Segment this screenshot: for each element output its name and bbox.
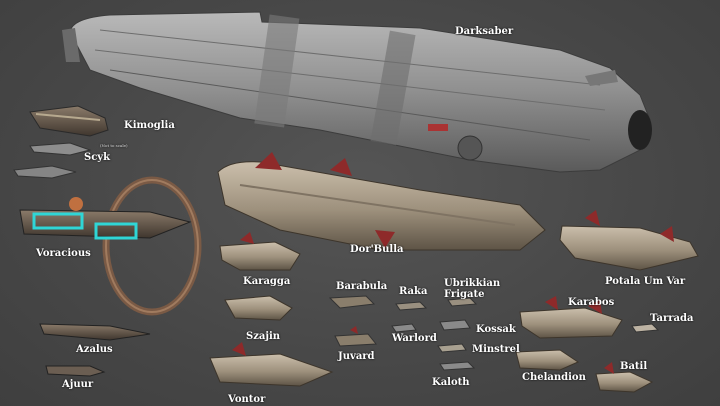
kossak-ship bbox=[439, 319, 471, 331]
kaloth-ship bbox=[439, 361, 476, 371]
label-not-to-scale: (Not to scale) bbox=[100, 143, 128, 148]
label-scyk: Scyk bbox=[84, 152, 111, 163]
label-ubrikkian-line2: Frigate bbox=[444, 289, 485, 300]
label-kimoglia: Kimoglia bbox=[124, 120, 175, 131]
label-karagga: Karagga bbox=[243, 276, 291, 287]
batil-ship bbox=[595, 362, 654, 393]
label-raka: Raka bbox=[399, 286, 428, 297]
voracious-ship bbox=[19, 176, 202, 316]
label-potala-um-var: Potala Um Var bbox=[605, 276, 686, 287]
tarrada-ship bbox=[631, 323, 660, 333]
juvard-ship bbox=[334, 326, 377, 347]
label-chelandion: Chelandion bbox=[522, 372, 586, 383]
label-ajuur: Ajuur bbox=[62, 379, 94, 390]
warlord-ship bbox=[391, 323, 417, 333]
darksaber-ship bbox=[62, 11, 652, 173]
azalus-ship bbox=[39, 323, 151, 341]
scyk-variant-ship bbox=[13, 165, 77, 179]
label-karabos: Karabos bbox=[568, 297, 615, 308]
dor-bulla-ship bbox=[217, 152, 546, 251]
label-ubrikkian-line1: Ubrikkian bbox=[444, 278, 501, 289]
karabos-ship bbox=[519, 296, 623, 339]
ajuur-ship bbox=[45, 365, 106, 377]
label-batil: Batil bbox=[620, 361, 648, 372]
kimoglia-ship bbox=[29, 105, 109, 137]
minstrel-ship bbox=[437, 343, 467, 353]
label-kossak: Kossak bbox=[476, 324, 516, 335]
szajin-ship bbox=[224, 295, 293, 321]
ubrikkian-frigate-ship bbox=[447, 297, 478, 307]
label-szajin: Szajin bbox=[246, 331, 281, 342]
potala-um-var-ship bbox=[559, 210, 699, 271]
raka-ship bbox=[395, 301, 428, 311]
label-juvard: Juvard bbox=[338, 351, 375, 362]
label-kaloth: Kaloth bbox=[432, 377, 470, 388]
label-barabula: Barabula bbox=[336, 281, 388, 292]
vontor-ship bbox=[209, 342, 334, 387]
label-warlord: Warlord bbox=[392, 333, 437, 344]
label-darksaber: Darksaber bbox=[455, 26, 514, 37]
label-vontor: Vontor bbox=[228, 394, 266, 405]
karagga-ship bbox=[219, 232, 301, 271]
label-azalus: Azalus bbox=[76, 344, 113, 355]
barabula-ship bbox=[328, 295, 376, 309]
label-voracious: Voracious bbox=[36, 248, 91, 259]
label-dor-bulla: Dor'Bulla bbox=[350, 244, 404, 255]
chelandion-ship bbox=[515, 349, 580, 371]
scyk-ship bbox=[29, 142, 92, 156]
label-ubrikkian-frigate: Ubrikkian Frigate bbox=[444, 278, 500, 300]
label-minstrel: Minstrel bbox=[472, 344, 520, 355]
label-tarrada: Tarrada bbox=[650, 313, 694, 324]
